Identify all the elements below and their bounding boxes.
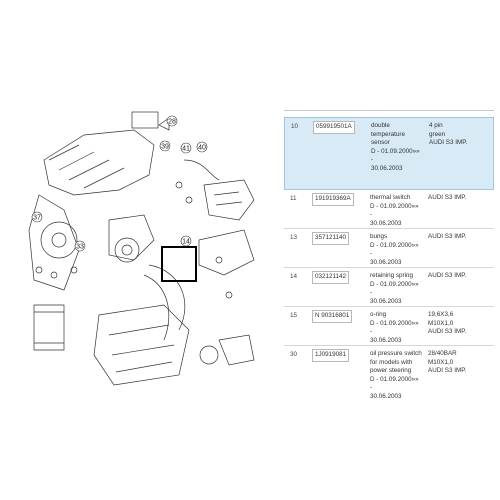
part-number-field[interactable]: 357121140: [312, 232, 350, 245]
part-info: AUDI S3 IMP.: [428, 272, 467, 279]
svg-text:39: 39: [161, 144, 169, 151]
engine-exploded-diagram: 28 39 41 40 37 33 14: [4, 100, 276, 400]
part-number-field[interactable]: 059919501A: [313, 121, 355, 134]
part-info: AUDI S3 IMP.: [428, 233, 467, 240]
parts-row-10[interactable]: 10 059919501A double temperature sensor …: [284, 117, 494, 190]
callout-37[interactable]: 37: [31, 211, 43, 223]
parts-list: 10 059919501A double temperature sensor …: [284, 110, 494, 402]
part-position: 14: [290, 273, 298, 280]
part-info: 28/40BAR M10X1,0 AUDI S3 IMP.: [428, 350, 467, 374]
svg-text:33: 33: [76, 244, 84, 251]
part-number-field[interactable]: 1J0919081: [312, 349, 350, 362]
part-description: bungs D - 01.09.2000»» - 30.06.2003: [370, 233, 419, 266]
part-position: 11: [290, 195, 297, 202]
highlight-box: [161, 246, 197, 282]
callout-33[interactable]: 33: [74, 240, 86, 252]
parts-row-14[interactable]: 14 032121142 retaining spring D - 01.09.…: [284, 268, 494, 307]
svg-text:14: 14: [182, 239, 190, 246]
svg-text:28: 28: [168, 119, 176, 126]
part-number-field[interactable]: 032121142: [312, 271, 350, 284]
parts-row-15[interactable]: 15 N 90316801 o-ring D - 01.09.2000»» - …: [284, 307, 494, 346]
part-description: double temperature sensor D - 01.09.2000…: [371, 122, 420, 172]
part-position: 10: [291, 123, 299, 130]
part-description: retaining spring D - 01.09.2000»» - 30.0…: [370, 272, 419, 305]
svg-text:37: 37: [33, 215, 41, 222]
part-number-field[interactable]: 191919369A: [312, 193, 354, 206]
callout-39[interactable]: 39: [159, 140, 171, 152]
part-position: 15: [290, 312, 298, 319]
part-info: AUDI S3 IMP.: [428, 194, 467, 201]
part-info: 19,6X3,6 M10X1,0 AUDI S3 IMP.: [428, 311, 467, 335]
parts-row-11[interactable]: 11 191919369A thermal switch D - 01.09.2…: [284, 190, 494, 229]
part-description: thermal switch D - 01.09.2000»» - 30.06.…: [370, 194, 419, 227]
callout-41[interactable]: 41: [180, 142, 192, 154]
parts-row-13[interactable]: 13 357121140 bungs D - 01.09.2000»» - 30…: [284, 229, 494, 268]
engine-drawing: 28 39 41 40 37 33 14: [28, 111, 255, 386]
part-number-field[interactable]: N 90316801: [312, 310, 353, 323]
svg-text:40: 40: [198, 145, 206, 152]
part-position: 30: [290, 351, 298, 358]
part-position: 13: [290, 234, 298, 241]
callout-14[interactable]: 14: [180, 235, 192, 247]
part-description: o-ring D - 01.09.2000»» - 30.06.2003: [370, 311, 419, 344]
parts-row-30[interactable]: 30 1J0919081 oil pressure switch for mod…: [284, 346, 494, 402]
parts-list-top-rule: [284, 110, 494, 111]
callout-40[interactable]: 40: [196, 141, 208, 153]
part-info: 4 pin green AUDI S3 IMP.: [429, 122, 468, 146]
callout-28[interactable]: 28: [166, 115, 178, 127]
part-description: oil pressure switch for models with powe…: [370, 350, 422, 400]
svg-text:41: 41: [182, 146, 190, 153]
